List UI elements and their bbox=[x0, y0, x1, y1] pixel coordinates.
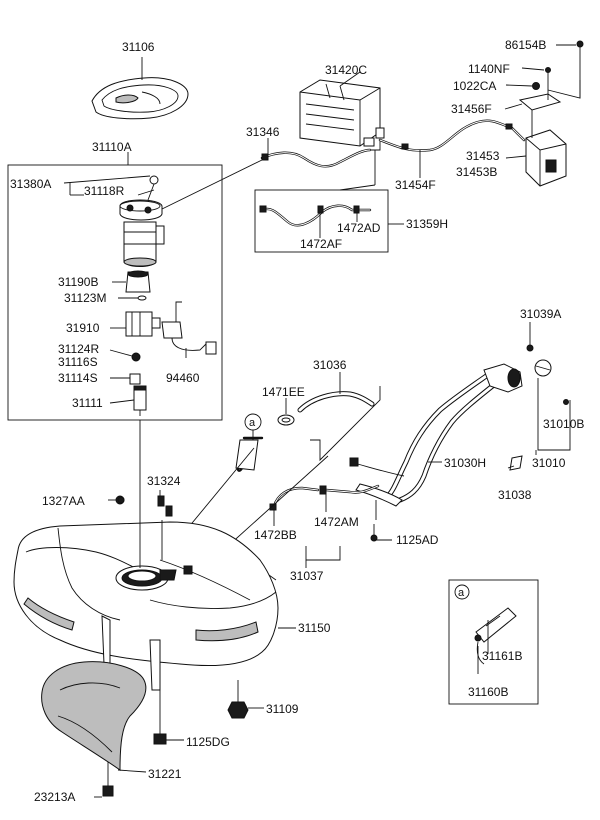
label-31030H: 31030H bbox=[444, 456, 486, 470]
label-31111: 31111 bbox=[72, 396, 103, 410]
label-31118R: 31118R bbox=[84, 184, 125, 198]
label-31106: 31106 bbox=[122, 40, 155, 54]
vapor-hose-31454f bbox=[378, 119, 526, 152]
label-31454F: 31454F bbox=[395, 178, 436, 192]
label-1140NF: 1140NF bbox=[468, 62, 510, 76]
label-31420C: 31420C bbox=[325, 63, 367, 77]
label-31124R: 31124R bbox=[58, 342, 99, 356]
label-31380A: 31380A bbox=[10, 177, 51, 191]
label-1125DG: 1125DG bbox=[186, 735, 230, 749]
label-31453B: 31453B bbox=[456, 165, 497, 179]
vapor-tube-group-box bbox=[254, 150, 404, 253]
label-1327AA: 1327AA bbox=[42, 494, 85, 508]
inset-vent-detail bbox=[448, 579, 539, 705]
label-31161B: 31161B bbox=[482, 649, 522, 663]
label-31456F: 31456F bbox=[451, 102, 492, 116]
canister-assembly bbox=[299, 71, 385, 151]
label-31038: 31038 bbox=[498, 488, 532, 502]
fuel-filler-cap bbox=[509, 322, 571, 471]
label-1472AD: 1472AD bbox=[337, 221, 381, 235]
label-31123M: 31123M bbox=[64, 291, 106, 305]
label-31010: 31010 bbox=[532, 456, 566, 470]
label-1022CA: 1022CA bbox=[453, 79, 496, 93]
fuel-pump-plate-cover bbox=[91, 57, 189, 120]
label-31453: 31453 bbox=[466, 149, 500, 163]
label-23213A: 23213A bbox=[34, 790, 75, 804]
label-1125AD: 1125AD bbox=[396, 533, 439, 547]
filler-neck-assembly bbox=[349, 363, 523, 542]
label-31036: 31036 bbox=[313, 358, 347, 372]
label-31346: 31346 bbox=[246, 125, 280, 139]
label-31039A: 31039A bbox=[520, 307, 561, 321]
label-31116S: 31116S bbox=[58, 355, 98, 369]
fuel-tank-air-filter bbox=[518, 40, 584, 187]
callout-a-letter: a bbox=[249, 417, 256, 429]
label-1472BB: 1472BB bbox=[254, 528, 297, 542]
label-31110A: 31110A bbox=[92, 140, 132, 154]
fasteners bbox=[117, 496, 264, 745]
label-86154B: 86154B bbox=[505, 38, 546, 52]
label-31221: 31221 bbox=[148, 767, 182, 781]
label-31160B: 31160B bbox=[468, 685, 508, 699]
part-labels: 31106 31420C 86154B 1140NF 1022CA 31456F… bbox=[10, 38, 584, 804]
label-31359H: 31359H bbox=[406, 217, 448, 231]
label-31150: 31150 bbox=[298, 621, 331, 635]
label-31037: 31037 bbox=[290, 569, 324, 583]
label-94460: 94460 bbox=[166, 371, 200, 385]
label-31910: 31910 bbox=[66, 321, 100, 335]
fuel-tank-heat-shield bbox=[41, 661, 147, 773]
label-1472AF: 1472AF bbox=[300, 237, 342, 251]
label-31114S: 31114S bbox=[58, 371, 98, 385]
leader-lines bbox=[374, 44, 576, 541]
label-31324: 31324 bbox=[147, 474, 181, 488]
inset-a-letter: a bbox=[458, 587, 465, 599]
fuel-tank bbox=[13, 420, 296, 798]
label-1471EE: 1471EE bbox=[262, 385, 305, 399]
label-31190B: 31190B bbox=[58, 275, 98, 289]
label-1472AM: 1472AM bbox=[314, 515, 359, 529]
label-31010B: 31010B bbox=[543, 417, 584, 431]
label-31109: 31109 bbox=[266, 702, 299, 716]
filler-inlet-hose bbox=[277, 372, 381, 462]
fuel-pump-assembly-box bbox=[7, 152, 223, 421]
vapor-hose-31346 bbox=[159, 138, 372, 211]
